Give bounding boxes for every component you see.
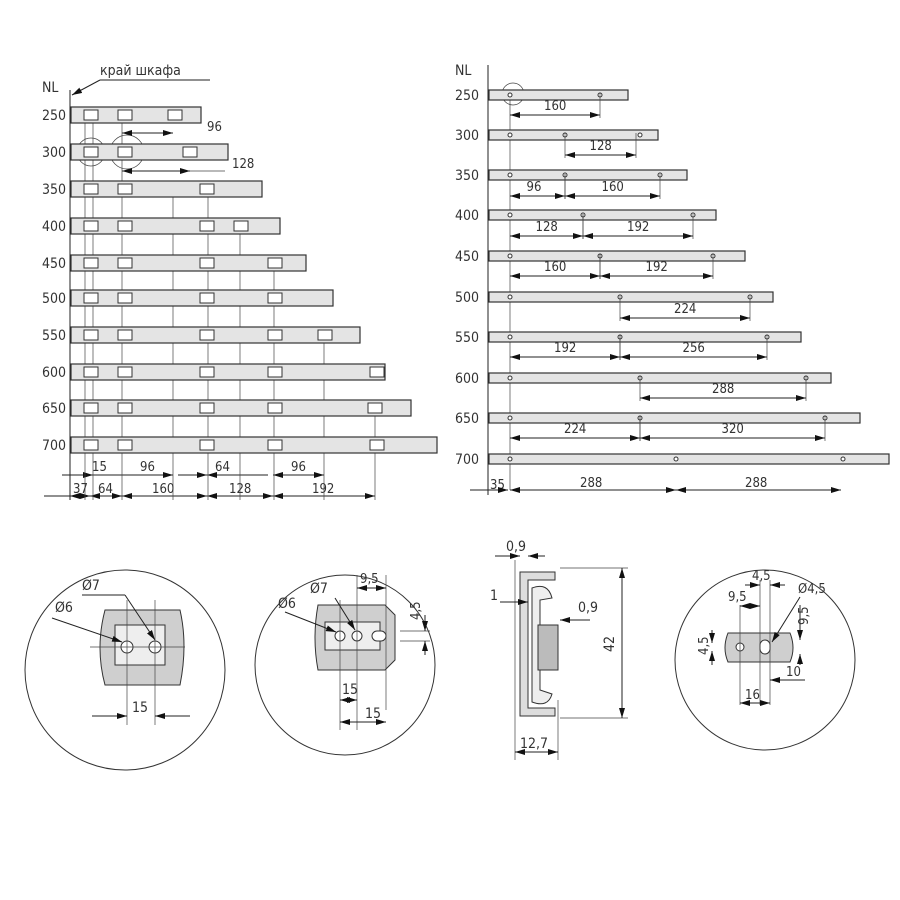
- slide-rail-650: [488, 412, 861, 424]
- diameter-6-label: Ø6: [278, 596, 296, 612]
- nl-row-label: 400: [455, 208, 479, 224]
- dim-10: 10: [786, 665, 801, 680]
- dim-16: 16: [745, 688, 760, 703]
- cabinet-edge-label: край шкафа: [100, 63, 181, 79]
- dim-288: 288: [745, 476, 767, 491]
- nl-row-label: 250: [455, 88, 479, 104]
- dim-label: 192: [646, 260, 668, 275]
- nl-row-label: 450: [42, 256, 66, 272]
- dim-15: 15: [132, 700, 148, 716]
- slide-rail-600: [488, 372, 832, 384]
- dim-label: 224: [674, 302, 696, 317]
- dim-64: 64: [98, 482, 113, 497]
- left-chart: NL край шкафа 96 128 15 96 64 96 37 64 1…: [42, 63, 438, 500]
- dim-0-9-top: 0,9: [506, 539, 526, 555]
- nl-row-label: 400: [42, 219, 66, 235]
- dim-9-5: 9,5: [360, 572, 379, 587]
- profile-section: 42 0,9 1 0,9 12,7: [490, 539, 628, 760]
- slide-rail-350: [70, 180, 263, 198]
- dim-9-5-vertical: 9,5: [797, 606, 812, 625]
- slide-rail-250: [488, 89, 629, 101]
- dim-label: 128: [536, 220, 558, 235]
- detail-view-3: 4,5 9,5 Ø4,5 9,5 4,5 10 16: [674, 569, 856, 751]
- detail-view-2: Ø6 Ø7 9,5 4,5 15 15: [254, 572, 436, 756]
- dim-4-5: 4,5: [409, 601, 424, 620]
- slide-rail-500: [488, 291, 774, 303]
- nl-row-label: 600: [42, 365, 66, 381]
- slide-rail-700: [488, 453, 890, 465]
- diameter-7-label: Ø7: [310, 581, 328, 597]
- nl-row-label: 300: [42, 145, 66, 161]
- dim-128: 128: [232, 157, 254, 172]
- dim-label: 256: [683, 341, 705, 356]
- dim-37: 37: [73, 482, 88, 497]
- dim-0-9-right: 0,9: [578, 600, 598, 616]
- nl-row-label: 600: [455, 371, 479, 387]
- dim-64: 64: [215, 460, 230, 475]
- nl-label: NL: [455, 63, 471, 79]
- dim-label: 192: [627, 220, 649, 235]
- dim-96: 96: [291, 460, 306, 475]
- right-chart: NL 35 288 288 250 300 350 400 450 500 550 600 65…: [455, 63, 890, 495]
- slide-rail-550: [488, 331, 802, 343]
- diameter-6-label: Ø6: [55, 600, 73, 616]
- dim-label: 160: [602, 180, 624, 195]
- dim-192: 192: [312, 482, 334, 497]
- dim-label: 160: [544, 99, 566, 114]
- slide-rail-550: [70, 326, 361, 344]
- dim-15: 15: [92, 460, 107, 475]
- nl-row-label: 500: [42, 291, 66, 307]
- nl-row-label: 700: [455, 452, 479, 468]
- dim-label: 96: [527, 180, 542, 195]
- dim-15: 15: [365, 706, 381, 722]
- dim-42: 42: [602, 636, 618, 652]
- nl-row-label: 250: [42, 108, 66, 124]
- nl-row-label: 550: [455, 330, 479, 346]
- nl-row-label: 650: [455, 411, 479, 427]
- dim-4-5-vertical: 4,5: [697, 636, 712, 655]
- nl-row-label: 300: [455, 128, 479, 144]
- dim-label: 288: [712, 382, 734, 397]
- dim-4-5: 4,5: [752, 569, 771, 584]
- dim-label: 160: [544, 260, 566, 275]
- dim-160: 160: [152, 482, 174, 497]
- dim-288: 288: [580, 476, 602, 491]
- nl-row-label: 450: [455, 249, 479, 265]
- nl-row-label: 350: [42, 182, 66, 198]
- dim-96: 96: [140, 460, 155, 475]
- diameter-4-5-label: Ø4,5: [798, 582, 826, 597]
- slide-rail-450: [488, 250, 746, 262]
- nl-row-label: 500: [455, 290, 479, 306]
- slide-rail-400: [488, 209, 717, 221]
- slide-rail-350: [488, 169, 688, 181]
- dim-96: 96: [207, 120, 222, 135]
- nl-row-label: 550: [42, 328, 66, 344]
- slide-rail-650: [70, 399, 412, 417]
- detail-view-1: Ø7 Ø6 15: [24, 569, 226, 771]
- dim-label: 224: [564, 422, 586, 437]
- nl-label: NL: [42, 80, 58, 96]
- nl-row-label: 700: [42, 438, 66, 454]
- slide-rail-600: [70, 363, 386, 381]
- dim-label: 192: [554, 341, 576, 356]
- dim-1: 1: [490, 588, 498, 604]
- dim-label: 320: [722, 422, 744, 437]
- dim-9-5: 9,5: [728, 590, 747, 605]
- slide-rail-400: [70, 217, 281, 235]
- slide-rail-700: [70, 436, 438, 454]
- dim-35: 35: [490, 478, 505, 493]
- dim-label: 128: [590, 139, 612, 154]
- dim-15: 15: [342, 682, 358, 698]
- dim-12-7: 12,7: [520, 736, 548, 752]
- nl-row-label: 350: [455, 168, 479, 184]
- diameter-7-label: Ø7: [82, 578, 100, 594]
- slide-rail-300: [488, 129, 659, 141]
- nl-row-label: 650: [42, 401, 66, 417]
